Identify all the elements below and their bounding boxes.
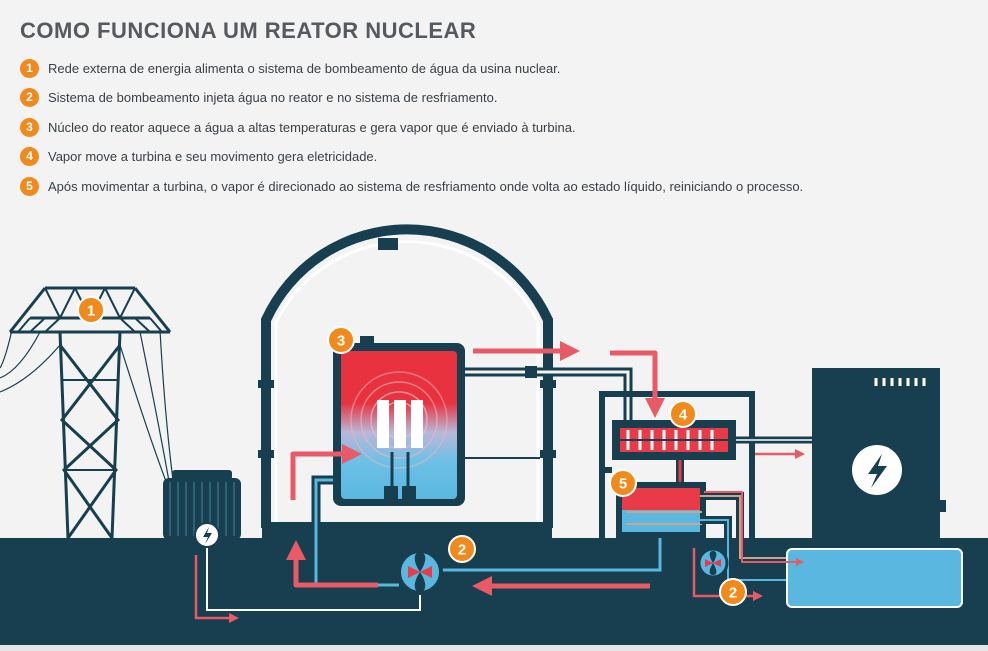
svg-text:3: 3 [337, 333, 345, 350]
step-number-badge: 4 [20, 146, 39, 166]
step-text: Núcleo do reator aquece a água a altas t… [48, 119, 576, 135]
lightning-icon [194, 522, 220, 548]
svg-text:1: 1 [87, 303, 95, 320]
step-item: 3 Núcleo do reator aquece a água a altas… [20, 117, 576, 137]
cooling-reservoir [786, 548, 963, 608]
badge-3-reactor: 3 [327, 326, 355, 354]
step-number-badge: 1 [20, 58, 39, 78]
step-item: 5 Após movimentar a turbina, o vapor é d… [20, 176, 803, 196]
step-item: 1 Rede externa de energia alimenta o sis… [20, 58, 560, 78]
fan-icon [697, 547, 729, 579]
badge-1: 1 [77, 296, 105, 324]
page-title: COMO FUNCIONA UM REATOR NUCLEAR [20, 18, 477, 43]
power-cable [206, 548, 421, 611]
ground-edge [0, 645, 988, 651]
step-item: 4 Vapor move a turbina e seu movimento g… [20, 146, 377, 166]
turbine-building [599, 391, 818, 538]
lightning-icon [852, 445, 902, 495]
external-power-unit [163, 470, 241, 540]
step-text: Sistema de bombeamento injeta água no re… [48, 89, 498, 105]
svg-text:2: 2 [458, 542, 466, 559]
step-text: Após movimentar a turbina, o vapor é dir… [48, 178, 804, 194]
power-tower-icon [0, 286, 175, 539]
svg-text:5: 5 [619, 476, 627, 493]
fuel-rod [411, 400, 423, 448]
step-text: Rede externa de energia alimenta o siste… [48, 60, 561, 76]
badge-4-turbine: 4 [669, 400, 697, 428]
badge-2-main-pump: 2 [448, 535, 476, 563]
badge-2-cooling-pump: 2 [719, 578, 747, 606]
badge-5-condenser: 5 [609, 469, 637, 497]
svg-text:4: 4 [679, 407, 688, 424]
step-text: Vapor move a turbina e seu movimento ger… [48, 148, 378, 164]
fuel-rod [394, 400, 406, 448]
step-item: 2 Sistema de bombeamento injeta água no … [20, 87, 497, 107]
step-number-badge: 5 [20, 176, 39, 196]
step-number-badge: 2 [20, 87, 39, 107]
fan-icon [397, 549, 443, 595]
flow-arrows [194, 341, 805, 623]
reactor-vessel [333, 336, 465, 506]
step-number-badge: 3 [20, 117, 39, 137]
fuel-rod [377, 400, 389, 448]
svg-text:2: 2 [729, 585, 737, 602]
